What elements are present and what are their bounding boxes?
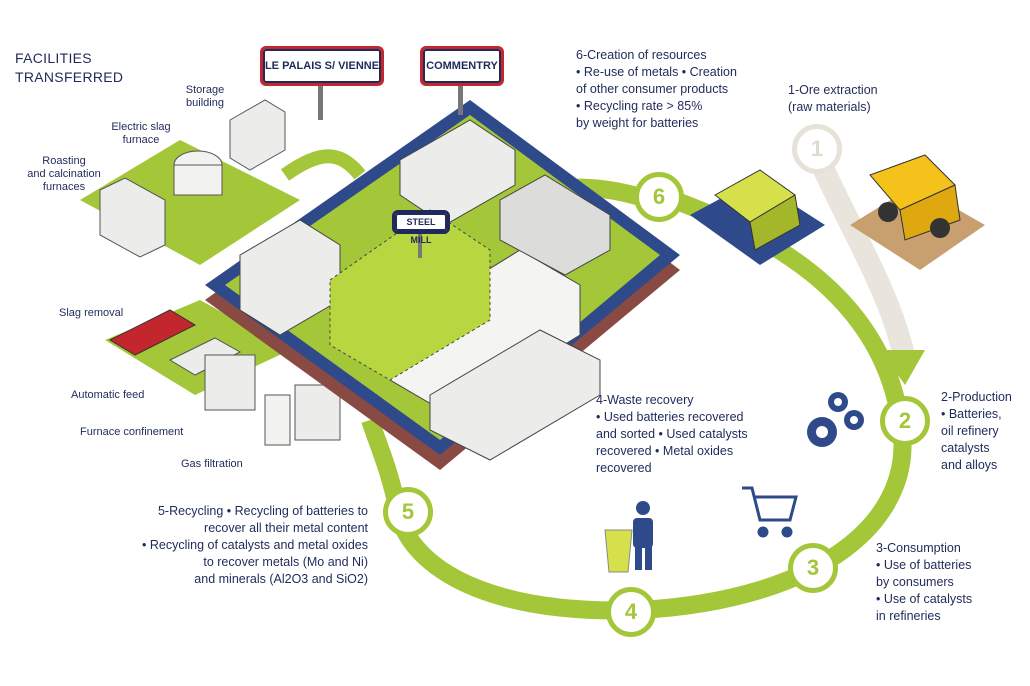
step-5-badge: 5 (383, 487, 433, 537)
step-5-text: 5-Recycling • Recycling of batteries to … (141, 504, 368, 586)
slag-removal-unit (108, 309, 197, 356)
step-1-text: 1-Ore extraction (raw materials) (788, 83, 878, 114)
grey-arrow (804, 145, 916, 363)
mill-building-right (499, 174, 611, 276)
facility-platform-top (80, 140, 300, 265)
step-6-text: 6-Creation of resources • Re-use of meta… (576, 48, 737, 130)
gears-icon (807, 392, 864, 447)
step-2-text: 2-Production • Batteries, oil refinery c… (941, 390, 1012, 472)
label-gas-filtration: Gas filtration (181, 458, 243, 470)
facilities-title: FACILITIES TRANSFERRED (15, 50, 124, 85)
mill-building-top (399, 119, 516, 226)
step-4-text: 4-Waste recovery • Used batteries recove… (596, 393, 748, 475)
roasting-furnaces (99, 177, 166, 258)
sign-commentry: COMMENTRY (420, 46, 504, 86)
electric-slag-furnace (173, 164, 223, 196)
sign-steel-mill: STEEL MILL (392, 210, 450, 245)
sign-le-palais: LE PALAIS S/ VIENNE (260, 46, 384, 86)
step-6-badge: 6 (634, 172, 684, 222)
furnace-confinement-unit (204, 354, 256, 411)
step-1-badge: 1 (792, 124, 842, 174)
step-3-text: 3-Consumption • Use of batteries by cons… (876, 541, 973, 623)
label-slag-removal: Slag removal (59, 307, 124, 319)
loop-arrowhead (880, 350, 925, 385)
storage-building (229, 99, 286, 171)
person-trash-icon (604, 501, 653, 573)
shopping-cart-icon (742, 486, 798, 538)
gas-filtration-unit (264, 394, 291, 446)
label-automatic-feed: Automatic feed (71, 389, 145, 401)
step-2-badge: 2 (880, 396, 930, 446)
step-3-badge: 3 (788, 543, 838, 593)
mill-building-front (429, 329, 601, 461)
step-4-badge: 4 (606, 587, 656, 637)
label-furnace-confinement: Furnace confinement (80, 426, 184, 438)
